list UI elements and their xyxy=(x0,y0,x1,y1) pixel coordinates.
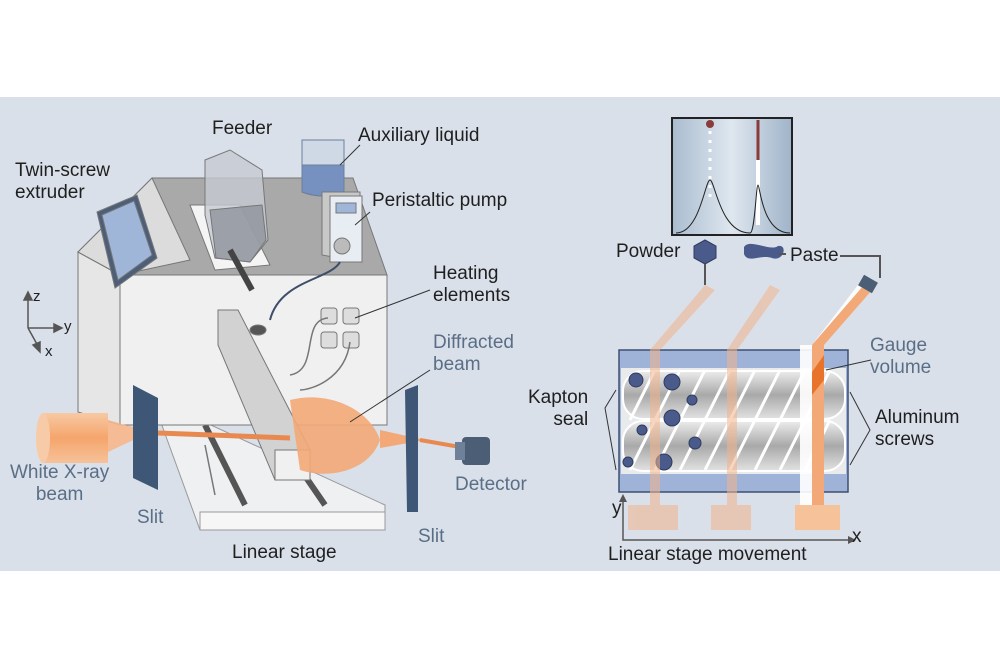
label-line: Heating xyxy=(433,263,499,284)
label-peristaltic-pump: Peristaltic pump xyxy=(372,190,508,211)
incident-beams xyxy=(628,285,780,530)
xray-beam xyxy=(36,397,461,474)
slit-left xyxy=(133,385,158,490)
label-linear-stage-movement: Linear stage movement xyxy=(608,544,807,565)
label-line: screws xyxy=(875,429,935,450)
slit-right xyxy=(405,385,418,512)
axis-x-label: x xyxy=(45,343,53,360)
label-line: Diffracted xyxy=(433,332,514,353)
label-feeder: Feeder xyxy=(212,118,273,139)
axis-x-label-right: x xyxy=(852,526,862,547)
label-line: White X-ray xyxy=(10,462,110,483)
axis-y-label-right: y xyxy=(612,498,622,519)
label-line: seal xyxy=(553,409,589,430)
diffraction-image xyxy=(671,117,793,236)
label-slit-left: Slit xyxy=(137,507,164,528)
powder-icon xyxy=(693,239,717,265)
label-line: beam xyxy=(35,484,84,505)
label-slit-right: Slit xyxy=(418,526,445,547)
detector-drawing xyxy=(455,437,490,465)
paste-icon xyxy=(744,243,784,259)
axis-z-label: z xyxy=(33,288,41,305)
label-line: Twin-screw xyxy=(15,160,111,181)
label-line: extruder xyxy=(15,182,85,203)
auxiliary-liquid-beaker xyxy=(301,139,345,197)
tubing xyxy=(269,261,341,321)
heating-elements xyxy=(320,307,360,349)
xyz-axes xyxy=(22,290,64,354)
label-line: Aluminum xyxy=(875,407,960,428)
label-linear-stage: Linear stage xyxy=(232,542,337,563)
label-line: Kapton xyxy=(528,387,589,408)
gauge-beam xyxy=(795,274,878,530)
feeder xyxy=(189,149,271,292)
label-line: Gauge xyxy=(870,335,928,356)
label-powder: Powder xyxy=(616,241,681,262)
label-line: volume xyxy=(870,357,932,378)
label-auxiliary-liquid: Auxiliary liquid xyxy=(358,125,480,146)
label-paste: Paste xyxy=(790,245,839,266)
peristaltic-pump xyxy=(321,191,363,263)
label-line: elements xyxy=(433,285,511,306)
label-line: beam xyxy=(433,354,481,375)
label-detector: Detector xyxy=(455,474,527,495)
axis-y-label: y xyxy=(64,318,72,335)
